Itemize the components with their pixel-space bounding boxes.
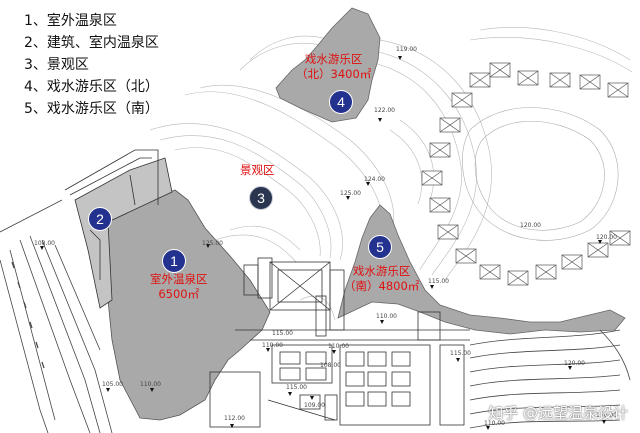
outdoor-spring-label: 室外温泉区 6500㎡ <box>150 272 208 302</box>
elevation-label: 124.00 <box>364 176 385 183</box>
outdoor-spring-name: 室外温泉区 <box>150 272 208 286</box>
elevation-label: 110.00 <box>376 313 397 320</box>
elevation-label: 125.00 <box>340 190 361 197</box>
elevation-label: 110.00 <box>328 343 349 350</box>
elevation-label: 110.00 <box>484 420 505 427</box>
elevation-label: 125.00 <box>202 240 223 247</box>
elevation-label: 120.00 <box>520 222 541 229</box>
legend: 1、室外温泉区 2、建筑、室内温泉区 3、景观区 4、戏水游乐区（北） 5、戏水… <box>24 10 159 120</box>
elevation-label: 115.00 <box>450 350 471 357</box>
watermark: 知乎 @远望温泉设计 <box>488 404 628 422</box>
outdoor-spring-area: 6500㎡ <box>158 287 200 301</box>
elevation-label: 122.00 <box>374 107 395 114</box>
elevation-label: 115.00 <box>286 384 307 391</box>
elevation-label: 115.00 <box>428 278 449 285</box>
elevation-label: 110.00 <box>596 412 617 419</box>
legend-item: 1、室外温泉区 <box>24 13 117 29</box>
water-south-name: 戏水游乐区 <box>352 264 411 278</box>
elevation-markers <box>40 56 606 430</box>
zone-3-marker: 3 <box>249 186 273 210</box>
zone-5-marker: 5 <box>368 235 392 259</box>
zone-4-marker: 4 <box>329 90 353 114</box>
elevation-label: 108.00 <box>34 240 55 247</box>
legend-item: 2、建筑、室内温泉区 <box>24 35 159 51</box>
zone-water-south <box>337 204 626 335</box>
central-complex <box>209 257 470 428</box>
water-north-name: 戏水游乐区 <box>304 52 363 66</box>
legend-item: 5、戏水游乐区（南） <box>24 101 159 117</box>
elevation-label: 110.00 <box>140 381 161 388</box>
water-north-label: 戏水游乐区 （北）3400㎡ <box>296 52 371 82</box>
water-south-area: （南）4800㎡ <box>344 279 420 293</box>
water-south-label: 戏水游乐区 （南）4800㎡ <box>344 264 419 294</box>
elevation-label: 115.00 <box>272 330 293 337</box>
elevation-label: 120.00 <box>596 234 617 241</box>
central-hill-ring <box>462 107 619 241</box>
site-boundary <box>0 199 113 433</box>
zone-2-marker: 2 <box>88 207 112 231</box>
boundary-dashes <box>11 261 45 369</box>
landscape-label: 景观区 <box>240 163 275 177</box>
legend-item: 3、景观区 <box>24 57 89 73</box>
elevation-label: 108.00 <box>320 362 341 369</box>
elevation-label: 112.00 <box>224 415 245 422</box>
water-north-area: （北）3400㎡ <box>296 67 372 81</box>
zone-water-north <box>275 7 381 123</box>
legend-item: 4、戏水游乐区（北） <box>24 79 159 95</box>
zone-outdoor-spring <box>107 189 271 421</box>
elevation-label: 109.00 <box>304 402 325 409</box>
building-outline <box>64 149 159 280</box>
elevation-label: 105.00 <box>102 381 123 388</box>
elevation-label: 120.00 <box>564 360 585 367</box>
elevation-label: 119.00 <box>396 46 417 53</box>
villa-pavilions <box>421 62 631 286</box>
elevation-label: 110.00 <box>262 342 283 349</box>
zone-1-marker: 1 <box>162 249 186 273</box>
